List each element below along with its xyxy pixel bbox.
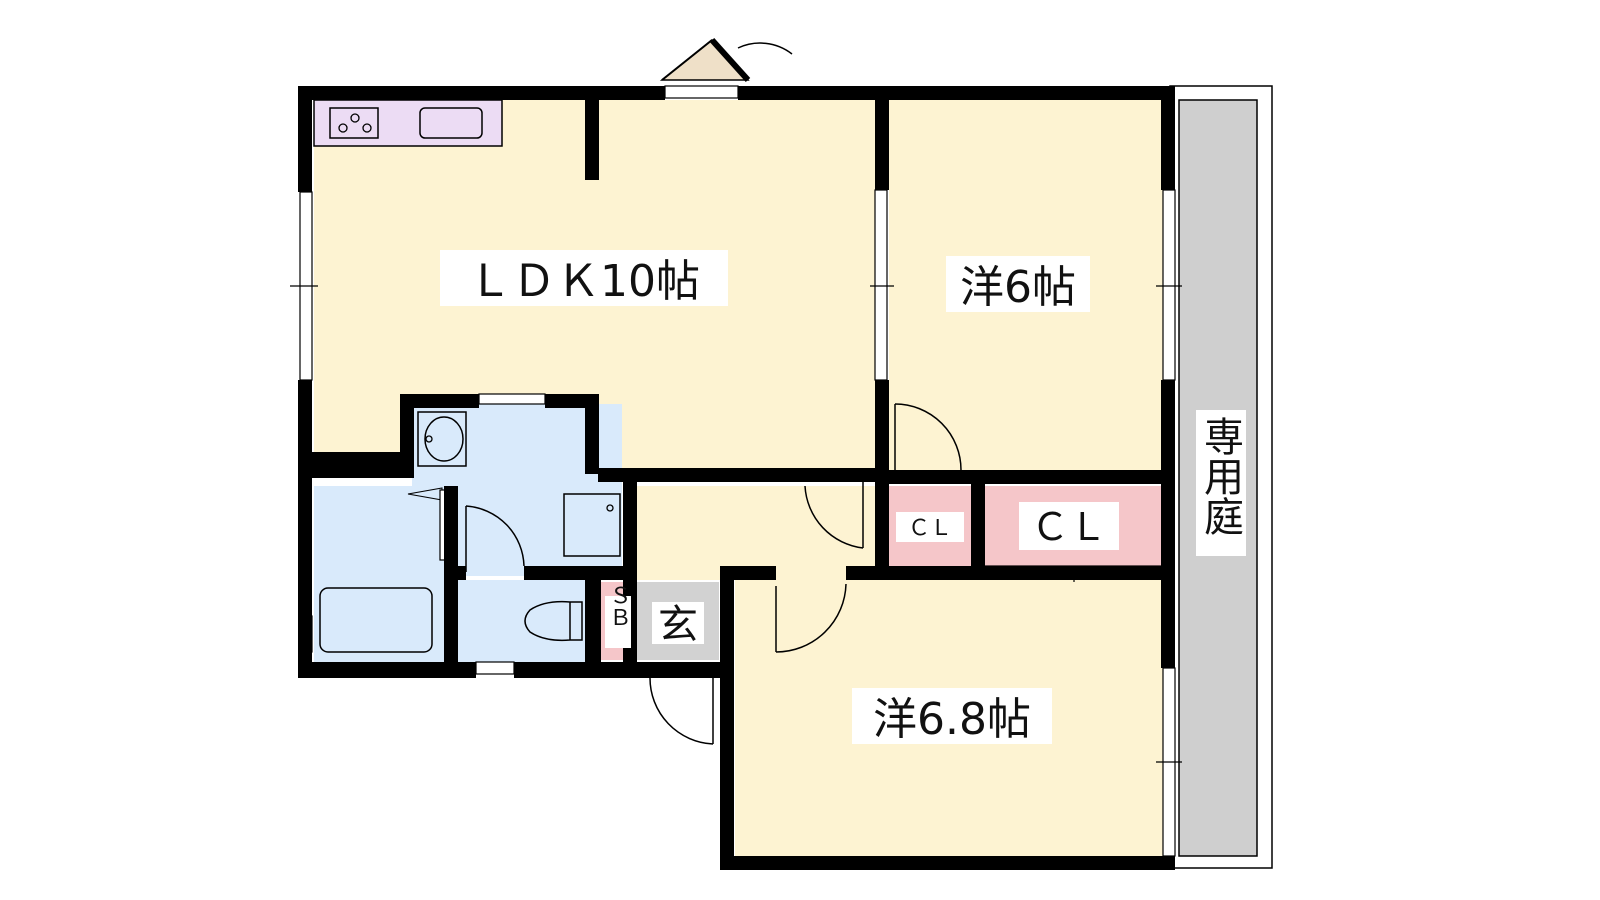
ldk-label: ＬＤＫ10帖: [468, 256, 700, 307]
walls: [298, 86, 1175, 870]
western-b-label: 洋6.8帖: [873, 694, 1031, 745]
toilet-floor: [458, 580, 588, 662]
burner-icon: [338, 123, 348, 133]
closet-large-label: ＣＬ: [1031, 505, 1107, 549]
washbasin-icon: [417, 411, 467, 467]
western-a-label-bg: [946, 256, 1090, 312]
western-b-label-bg: [852, 688, 1052, 744]
drain-icon: [606, 504, 614, 512]
hallway-floor: [637, 486, 877, 580]
faucet-icon: [425, 435, 433, 443]
door-swings: [465, 42, 962, 745]
kitchen-counter: [313, 99, 503, 147]
bathtub-icon: [319, 587, 433, 653]
entrance-label-bg: [652, 602, 704, 644]
closet-large-label-bg: [1019, 502, 1119, 550]
closet-small-label: ＣＬ: [908, 516, 952, 541]
washer-pan-icon: [563, 493, 621, 557]
garden-label: 専用庭: [1197, 416, 1243, 536]
shoe-box-label-bg: [605, 596, 631, 648]
ldk-label-bg: [440, 250, 728, 306]
toilet-icon: [524, 600, 583, 642]
basin-bowl-icon: [424, 416, 464, 462]
entrance-label: 玄: [658, 602, 698, 648]
western-a-label: 洋6帖: [960, 262, 1076, 313]
bathroom-floor: [314, 486, 446, 662]
stove-icon: [329, 107, 379, 139]
closet-small-label-bg: [896, 512, 964, 542]
kitchen-sink-icon: [419, 107, 483, 139]
garden-label-bg: [1196, 410, 1246, 556]
tick-marks: [290, 285, 1182, 763]
burner-icon: [350, 113, 360, 123]
shoe-box-label: ＳＢ: [606, 584, 631, 628]
burner-icon: [362, 123, 372, 133]
